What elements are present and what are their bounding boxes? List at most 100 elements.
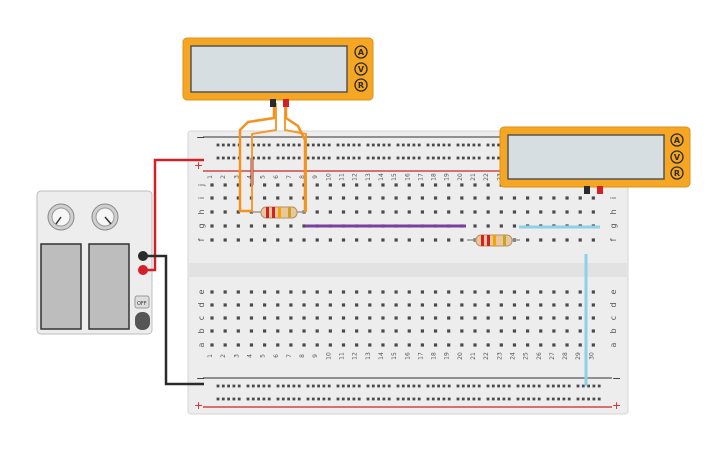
rail-hole[interactable] bbox=[311, 156, 315, 160]
rail-hole[interactable] bbox=[311, 397, 315, 401]
hole[interactable] bbox=[289, 238, 293, 242]
rail-hole[interactable] bbox=[567, 384, 571, 388]
hole[interactable] bbox=[407, 329, 411, 333]
hole[interactable] bbox=[460, 238, 464, 242]
rail-hole[interactable] bbox=[371, 397, 375, 401]
hole[interactable] bbox=[328, 210, 332, 214]
rail-hole[interactable] bbox=[262, 156, 266, 160]
hole[interactable] bbox=[526, 316, 530, 320]
hole[interactable] bbox=[473, 290, 477, 294]
hole[interactable] bbox=[526, 238, 530, 242]
hole[interactable] bbox=[368, 196, 372, 200]
hole[interactable] bbox=[315, 329, 319, 333]
rail-hole[interactable] bbox=[267, 156, 271, 160]
rail-hole[interactable] bbox=[401, 156, 405, 160]
hole[interactable] bbox=[420, 183, 424, 187]
hole[interactable] bbox=[512, 316, 517, 320]
rail-hole[interactable] bbox=[311, 384, 315, 388]
rail-hole[interactable] bbox=[491, 384, 495, 388]
hole[interactable] bbox=[315, 343, 319, 347]
rail-hole[interactable] bbox=[551, 384, 555, 388]
rail-hole[interactable] bbox=[327, 143, 331, 147]
hole[interactable] bbox=[447, 303, 451, 307]
rail-hole[interactable] bbox=[221, 397, 225, 401]
rail-hole[interactable] bbox=[262, 397, 266, 401]
hole[interactable] bbox=[381, 303, 385, 307]
rail-hole[interactable] bbox=[486, 384, 490, 388]
rail-hole[interactable] bbox=[292, 143, 296, 147]
rail-hole[interactable] bbox=[447, 156, 451, 160]
rail-hole[interactable] bbox=[221, 384, 225, 388]
rail-hole[interactable] bbox=[491, 143, 495, 147]
hole[interactable] bbox=[381, 238, 385, 242]
hole[interactable] bbox=[486, 183, 490, 187]
rail-hole[interactable] bbox=[377, 384, 380, 388]
hole[interactable] bbox=[394, 329, 398, 333]
hole[interactable] bbox=[552, 238, 556, 242]
rail-hole[interactable] bbox=[461, 143, 465, 147]
rail-hole[interactable] bbox=[562, 384, 566, 388]
hole[interactable] bbox=[473, 303, 477, 307]
hole[interactable] bbox=[210, 183, 214, 187]
hole[interactable] bbox=[460, 290, 464, 294]
rail-hole[interactable] bbox=[227, 143, 230, 147]
rail-hole[interactable] bbox=[387, 384, 391, 388]
rail-hole[interactable] bbox=[587, 384, 590, 388]
hole[interactable] bbox=[289, 183, 293, 187]
rail-hole[interactable] bbox=[431, 384, 435, 388]
hole[interactable] bbox=[499, 343, 503, 347]
hole[interactable] bbox=[486, 316, 490, 320]
hole[interactable] bbox=[341, 210, 346, 214]
hole[interactable] bbox=[394, 303, 398, 307]
hole[interactable] bbox=[276, 343, 280, 347]
hole[interactable] bbox=[394, 238, 398, 242]
rail-hole[interactable] bbox=[311, 143, 315, 147]
rail-hole[interactable] bbox=[347, 397, 350, 401]
rail-hole[interactable] bbox=[437, 397, 440, 401]
hole[interactable] bbox=[578, 210, 582, 214]
hole[interactable] bbox=[368, 329, 372, 333]
rail-hole[interactable] bbox=[486, 397, 490, 401]
hole[interactable] bbox=[552, 210, 556, 214]
rail-hole[interactable] bbox=[387, 143, 391, 147]
hole[interactable] bbox=[315, 196, 319, 200]
hole[interactable] bbox=[289, 343, 293, 347]
hole[interactable] bbox=[302, 224, 306, 228]
hole[interactable] bbox=[512, 290, 517, 294]
rail-hole[interactable] bbox=[366, 156, 370, 160]
probe-black-icon[interactable] bbox=[584, 186, 590, 194]
rail-hole[interactable] bbox=[257, 143, 260, 147]
hole[interactable] bbox=[460, 303, 464, 307]
rail-hole[interactable] bbox=[232, 143, 236, 147]
rail-hole[interactable] bbox=[297, 397, 301, 401]
rail-hole[interactable] bbox=[382, 397, 386, 401]
rail-hole[interactable] bbox=[387, 156, 391, 160]
rail-hole[interactable] bbox=[352, 156, 356, 160]
hole[interactable] bbox=[526, 210, 530, 214]
hole[interactable] bbox=[591, 316, 595, 320]
hole[interactable] bbox=[591, 196, 595, 200]
rail-hole[interactable] bbox=[352, 397, 356, 401]
rail-hole[interactable] bbox=[262, 143, 266, 147]
hole[interactable] bbox=[328, 303, 332, 307]
rail-hole[interactable] bbox=[491, 156, 495, 160]
hole[interactable] bbox=[591, 238, 595, 242]
hole[interactable] bbox=[236, 196, 240, 200]
hole[interactable] bbox=[591, 329, 595, 333]
hole[interactable] bbox=[486, 196, 490, 200]
hole[interactable] bbox=[315, 210, 319, 214]
hole[interactable] bbox=[486, 303, 490, 307]
hole[interactable] bbox=[473, 343, 477, 347]
hole[interactable] bbox=[565, 238, 569, 242]
hole[interactable] bbox=[223, 196, 227, 200]
rail-hole[interactable] bbox=[281, 384, 285, 388]
rail-hole[interactable] bbox=[317, 156, 320, 160]
rail-hole[interactable] bbox=[347, 384, 350, 388]
hole[interactable] bbox=[420, 316, 424, 320]
rail-hole[interactable] bbox=[232, 397, 236, 401]
hole[interactable] bbox=[499, 210, 503, 214]
hole[interactable] bbox=[355, 290, 359, 294]
hole[interactable] bbox=[289, 224, 293, 228]
mode-r-button[interactable]: R bbox=[354, 78, 368, 92]
hole[interactable] bbox=[486, 343, 490, 347]
